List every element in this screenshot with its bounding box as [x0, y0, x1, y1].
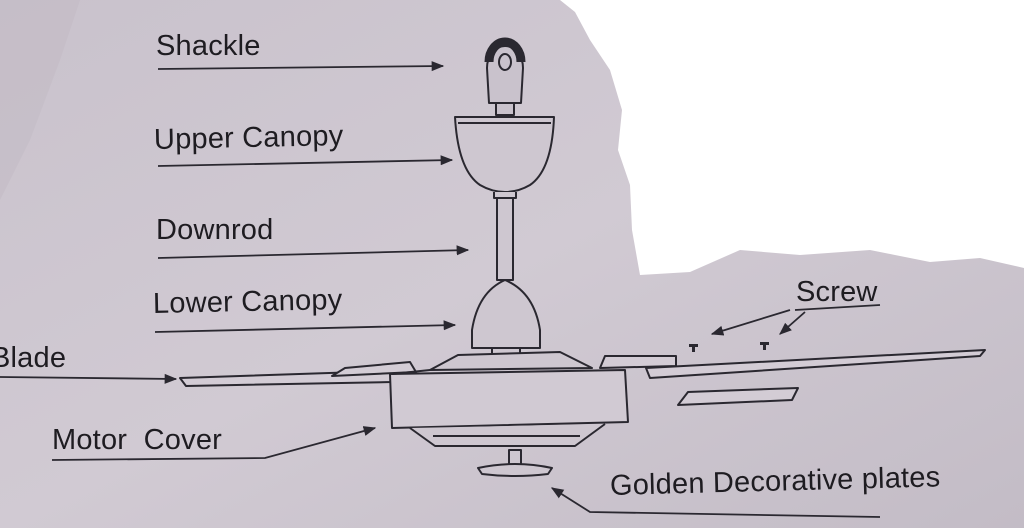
label-shackle: Shackle	[156, 30, 261, 62]
paper-shade	[0, 0, 80, 200]
screw-underline	[794, 304, 881, 311]
screws	[689, 342, 769, 352]
lower-canopy-pointer	[154, 320, 457, 333]
screw-pointer-2	[779, 311, 806, 335]
shackle-pointer	[157, 61, 445, 72]
leader-lines	[0, 61, 881, 518]
downrod-part	[496, 197, 514, 281]
golden-plates-pointer	[550, 487, 881, 518]
motor-cover-pointer	[51, 426, 377, 461]
label-blade: Blade	[0, 342, 67, 374]
upper-canopy-pointer	[157, 155, 454, 167]
left-blade-bracket	[331, 361, 417, 377]
downrod-pointer	[157, 245, 470, 259]
label-upper-canopy: Upper Canopy	[153, 120, 344, 156]
shackle-part	[484, 37, 526, 116]
decorative-plate	[477, 463, 553, 477]
rear-blade	[677, 387, 799, 406]
label-downrod: Downrod	[156, 214, 274, 246]
label-screw: Screw	[796, 276, 878, 308]
screw-pointer-1	[710, 309, 791, 336]
label-motor-cover: Motor Cover	[52, 424, 222, 456]
right-blade-bracket	[599, 355, 677, 369]
right-blade	[645, 349, 986, 379]
fan-drawing	[179, 37, 986, 477]
blade-pointer	[0, 373, 178, 384]
lower-canopy-part	[471, 279, 541, 355]
label-lower-canopy: Lower Canopy	[152, 284, 343, 320]
upper-canopy-part	[454, 116, 555, 199]
motor-cover-part	[389, 369, 629, 429]
motor-top	[429, 351, 593, 371]
